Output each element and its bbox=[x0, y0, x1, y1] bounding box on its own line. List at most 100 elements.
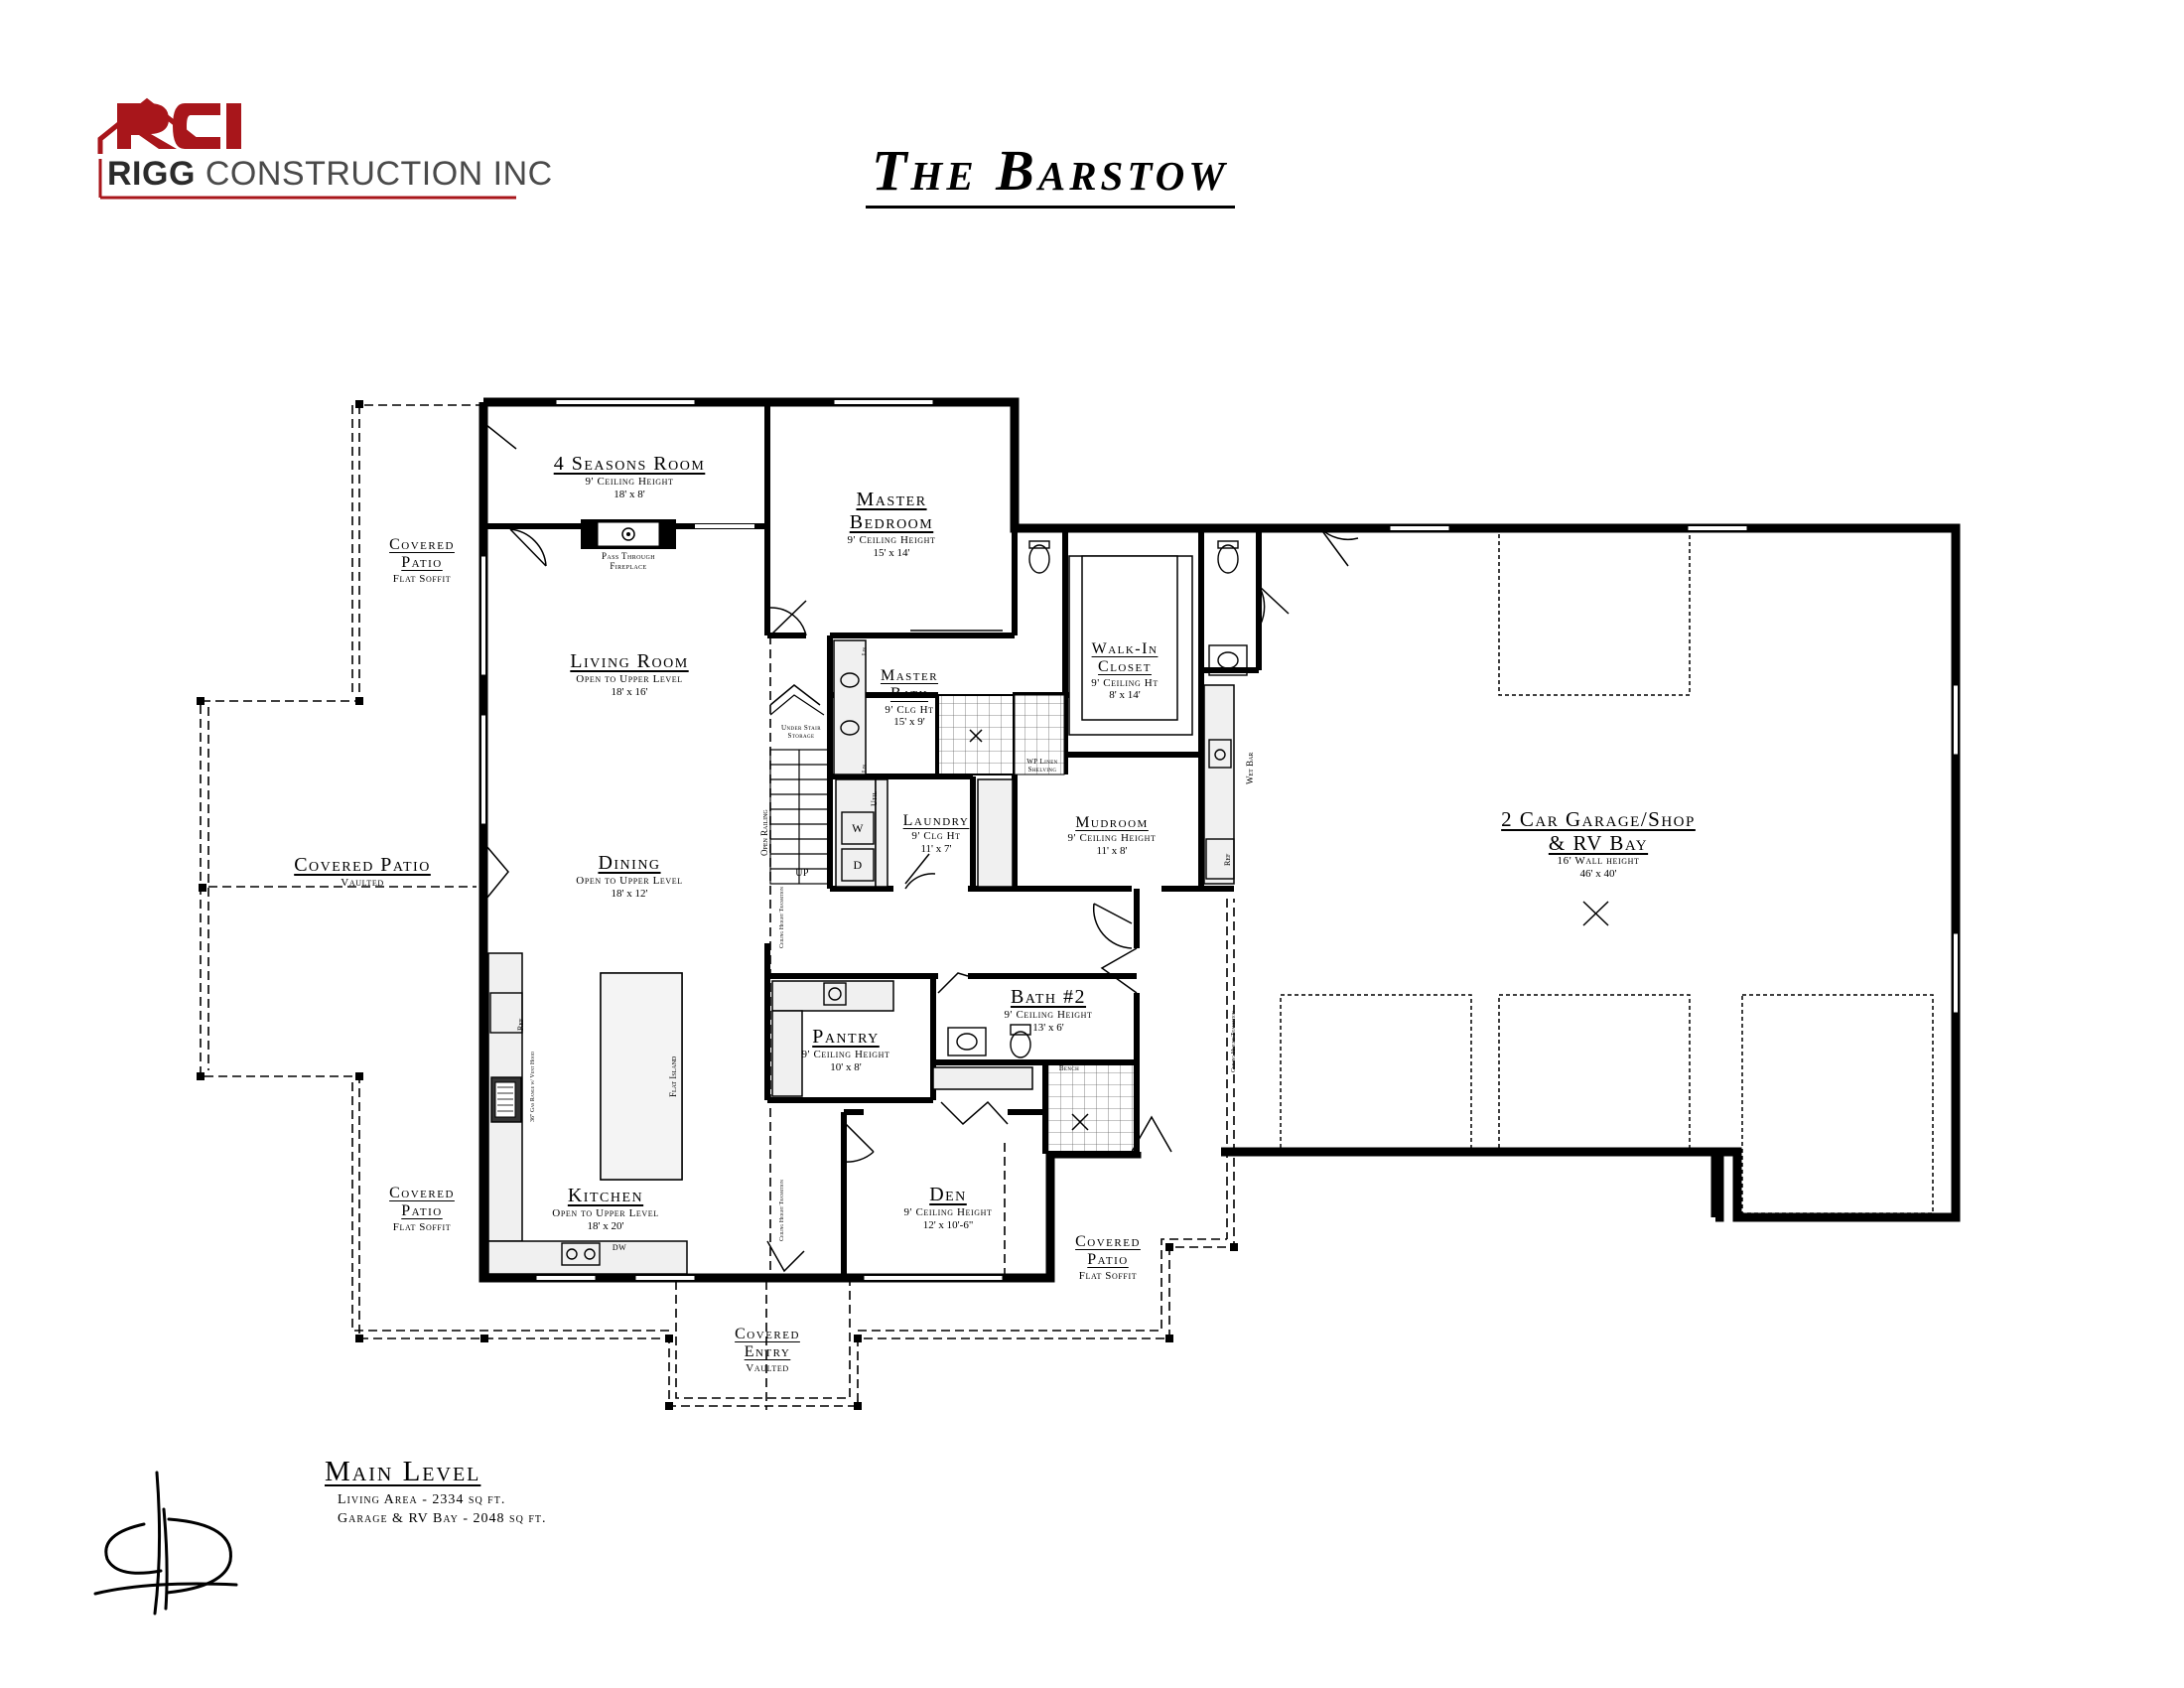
company-name-bold: RIGG bbox=[107, 155, 196, 193]
room-name: Bath #2 bbox=[1010, 986, 1087, 1008]
room-spec: Flat Soffit bbox=[392, 572, 452, 585]
level-title: Main Level bbox=[325, 1456, 481, 1487]
kitchen-island bbox=[600, 972, 683, 1181]
room-name-line1: Master bbox=[880, 667, 939, 684]
room-name: 4 Seasons Room bbox=[553, 453, 706, 475]
room-size: 11' x 7' bbox=[920, 843, 952, 856]
ref-label-mudroom: Ref bbox=[1223, 853, 1232, 866]
range-label-line2: w/ Vent Hood bbox=[530, 1052, 536, 1085]
patio-posts bbox=[197, 400, 1238, 1410]
room-size: 46' x 40' bbox=[1579, 867, 1617, 880]
room-name-line2: Bath bbox=[889, 685, 929, 703]
fireplace-label-line2: Fireplace bbox=[610, 560, 647, 571]
linen-cabinet-label-1: Lin bbox=[862, 647, 868, 655]
room-size: 18' x 8' bbox=[614, 488, 645, 500]
room-four-seasons: 4 Seasons Room 9' Ceiling Height 18' x 8… bbox=[554, 453, 706, 500]
room-mudroom: Mudroom 9' Ceiling Height 11' x 8' bbox=[1067, 814, 1156, 858]
room-spec: 9' Ceiling Height bbox=[903, 1206, 993, 1218]
room-name: Living Room bbox=[570, 650, 689, 672]
range-label: 36" Gas Range w/ Vent Hood bbox=[530, 1052, 536, 1122]
linen-line2: Shelving bbox=[1027, 765, 1057, 774]
room-size: 12' x 10'-6" bbox=[922, 1218, 974, 1231]
room-size: 15' x 9' bbox=[893, 716, 925, 729]
room-garage: 2 Car Garage/Shop & RV Bay 16' Wall heig… bbox=[1501, 807, 1696, 881]
ceiling-transition-label-1: Ceiling Height Transition bbox=[779, 887, 785, 948]
under-stair-line1: Under Stair bbox=[781, 724, 821, 732]
under-stair-line2: Storage bbox=[787, 731, 815, 740]
fireplace-label: Pass Through Fireplace bbox=[601, 551, 656, 572]
room-size: 18' x 16' bbox=[611, 685, 648, 698]
windows bbox=[481, 400, 1958, 1280]
staircase bbox=[769, 694, 829, 885]
wet-bar-label: Wet Bar bbox=[1245, 752, 1255, 784]
room-name-line2: Entry bbox=[744, 1343, 791, 1361]
room-den: Den 9' Ceiling Height 12' x 10'-6" bbox=[903, 1184, 992, 1231]
room-name-line2: Bedroom bbox=[849, 511, 934, 533]
room-spec: 9' Ceiling Height bbox=[801, 1049, 890, 1060]
room-bath-2: Bath #2 9' Ceiling Height 13' x 6' bbox=[1004, 986, 1092, 1034]
room-walk-in-closet: Walk-In Closet 9' Ceiling Ht 8' x 14' bbox=[1091, 640, 1159, 702]
room-spec: Open to Upper Level bbox=[552, 1207, 659, 1219]
util-label: Util bbox=[870, 790, 879, 806]
flat-island-label: Flat Island bbox=[668, 1055, 678, 1097]
room-spec: 9' Ceiling Height bbox=[1004, 1009, 1093, 1021]
room-spec: Vaulted bbox=[746, 1361, 789, 1374]
room-spec: 16' Wall height bbox=[1557, 855, 1640, 868]
room-spec: 9' Ceiling Ht bbox=[1091, 676, 1159, 689]
room-kitchen: Kitchen Open to Upper Level 18' x 20' bbox=[552, 1185, 658, 1232]
room-name-line1: 2 Car Garage/Shop bbox=[1501, 807, 1696, 831]
living-area-line: Living Area - 2334 sq ft. bbox=[338, 1492, 506, 1507]
room-pantry: Pantry 9' Ceiling Height 10' x 8' bbox=[801, 1026, 889, 1073]
room-name-line2: Patio bbox=[401, 1202, 443, 1220]
interior-walls bbox=[483, 402, 1262, 1278]
room-name-line2: Closet bbox=[1098, 658, 1152, 676]
covered-patio-se: Covered Patio Flat Soffit bbox=[1075, 1233, 1141, 1282]
covered-patio-sw: Covered Patio Flat Soffit bbox=[389, 1185, 455, 1233]
room-spec: Flat Soffit bbox=[392, 1220, 452, 1233]
room-name-line1: Walk-In bbox=[1091, 640, 1159, 657]
room-name-line2: & RV Bay bbox=[1548, 831, 1649, 856]
fireplace-label-line1: Pass Through bbox=[601, 551, 656, 561]
room-living-room: Living Room Open to Upper Level 18' x 16… bbox=[570, 650, 688, 698]
washer-label: W bbox=[852, 821, 864, 835]
room-size: 15' x 14' bbox=[873, 546, 910, 559]
covered-patio-nw: Covered Patio Flat Soffit bbox=[389, 536, 455, 585]
under-stair-label: Under Stair Storage bbox=[781, 724, 821, 740]
room-name: Pantry bbox=[812, 1026, 880, 1048]
room-spec: 9' Ceiling Height bbox=[847, 534, 936, 546]
room-spec: 9' Ceiling Height bbox=[585, 476, 674, 488]
dryer-label: D bbox=[853, 858, 863, 872]
room-name-line1: Master bbox=[856, 489, 927, 510]
room-name: Den bbox=[929, 1184, 967, 1205]
room-size: 11' x 8' bbox=[1096, 845, 1128, 858]
room-size: 10' x 8' bbox=[830, 1060, 862, 1073]
room-spec: Open to Upper Level bbox=[576, 673, 683, 685]
linen-label: WP Linen Shelving bbox=[1026, 758, 1057, 774]
room-size: 18' x 12' bbox=[611, 887, 648, 900]
room-spec: 9' Clg Ht bbox=[911, 830, 961, 843]
open-railing-label: Open Railing bbox=[759, 809, 769, 856]
plan-title: The Barstow bbox=[866, 137, 1235, 209]
room-spec: Vaulted bbox=[341, 877, 384, 889]
room-spec: 9' Ceiling Height bbox=[1067, 832, 1157, 845]
company-name: RIGG CONSTRUCTION INC bbox=[107, 155, 553, 194]
room-name: Covered Patio bbox=[294, 854, 431, 876]
room-name-line2: Patio bbox=[1087, 1251, 1129, 1269]
linen-cabinet-label-2: Lin bbox=[862, 765, 868, 773]
company-name-rest: CONSTRUCTION INC bbox=[205, 155, 553, 193]
room-master-bedroom: Master Bedroom 9' Ceiling Height 15' x 1… bbox=[847, 489, 935, 559]
range-label-line1: 36" Gas Range bbox=[530, 1085, 536, 1122]
room-spec: 9' Clg Ht bbox=[885, 703, 934, 716]
stair-up-label: UP bbox=[795, 868, 809, 879]
doors bbox=[479, 424, 1359, 1273]
bench-label: Bench bbox=[1058, 1064, 1080, 1072]
garage-doors bbox=[1280, 530, 1934, 1214]
room-name-line2: Patio bbox=[401, 554, 443, 572]
room-size: 8' x 14' bbox=[1109, 689, 1141, 702]
room-laundry: Laundry 9' Clg Ht 11' x 7' bbox=[903, 812, 970, 856]
room-spec: Open to Upper Level bbox=[576, 875, 683, 887]
cabinetry bbox=[487, 555, 1235, 1275]
room-name-line1: Covered bbox=[1075, 1233, 1141, 1250]
ceiling-transition-label-2: Ceiling Height Transition bbox=[779, 1180, 785, 1241]
